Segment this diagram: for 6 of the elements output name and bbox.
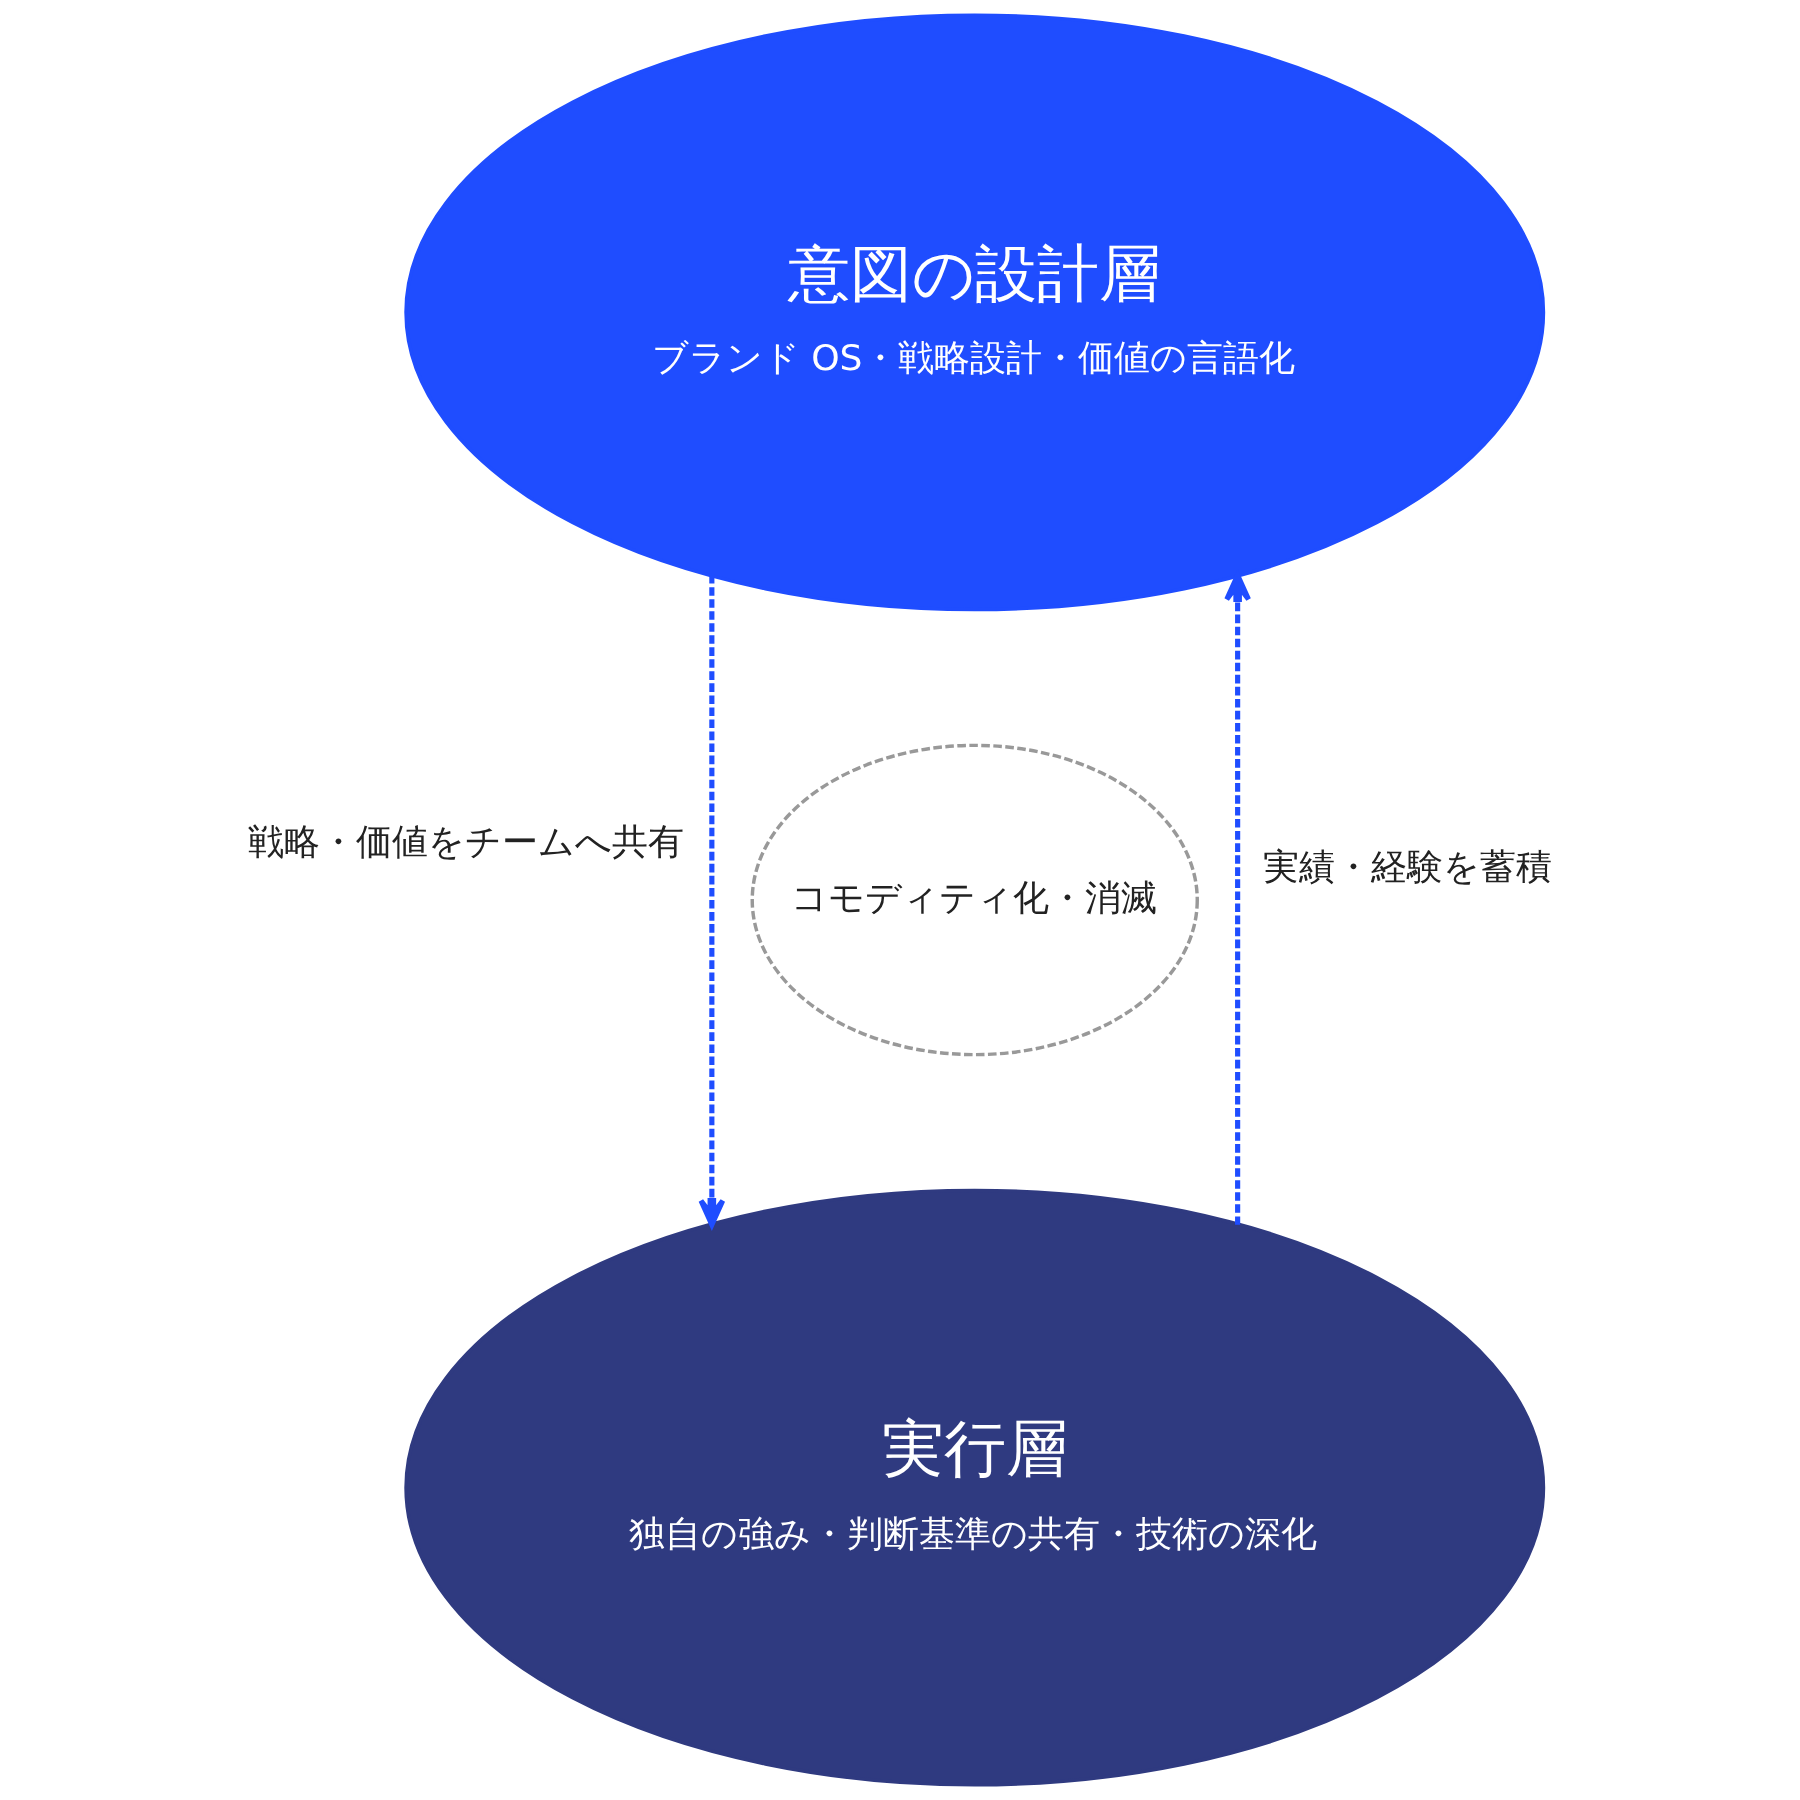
node-ellipse: コモディティ化・消滅 [750, 743, 1199, 1057]
node-ellipse: 実行層 独自の強み・判断基準の共有・技術の深化 [404, 1188, 1546, 1787]
node-ellipse: 意図の設計層 ブランド OS・戦略設計・価値の言語化 [404, 13, 1546, 612]
edge-label: 戦略・価値をチームへ共有 [247, 820, 684, 863]
arrow [698, 575, 726, 1228]
edge-label: 実績・経験を蓄積 [1262, 845, 1552, 888]
